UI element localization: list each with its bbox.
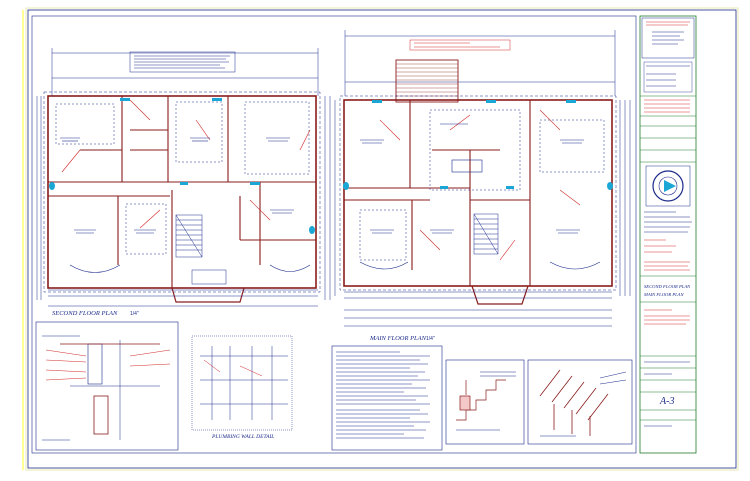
main-floor-stair — [473, 213, 499, 255]
sheet-shadow — [25, 7, 739, 471]
title-block: SECOND FLOOR PLAN MAIN FLOOR PLAN A-3 — [639, 15, 697, 454]
sheet-number: A-3 — [659, 396, 674, 407]
drawing-border — [31, 15, 637, 454]
second-floor-plan: SECOND FLOOR PLAN 1/4" — [36, 48, 331, 317]
second-floor-plan-scale: 1/4" — [130, 311, 139, 317]
second-floor-stair — [175, 214, 203, 258]
plumbing-wall-detail: PLUMBING WALL DETAIL — [191, 335, 293, 440]
wall-section-detail — [35, 321, 179, 451]
main-floor-plan: MAIN FLOOR PLAN 1/4" — [334, 30, 631, 342]
main-floor-exterior-walls — [343, 99, 613, 287]
main-floor-plan-scale: 1/4" — [426, 336, 435, 342]
sheet-title-line1: SECOND FLOOR PLAN — [644, 284, 691, 289]
north-arrow-icon — [645, 165, 691, 207]
second-floor-exterior-walls — [47, 95, 317, 289]
roof-framing-detail — [527, 359, 633, 445]
stair-section-detail — [445, 359, 525, 445]
sheet-border — [27, 9, 737, 469]
sheet-title-line2: MAIN FLOOR PLAN — [643, 292, 684, 297]
firm-info-box — [641, 17, 695, 59]
construction-notes — [331, 345, 443, 451]
main-floor-plan-title: MAIN FLOOR PLAN — [369, 335, 427, 342]
revision-box — [643, 61, 693, 93]
plumbing-detail-title: PLUMBING WALL DETAIL — [211, 434, 274, 440]
general-notes-box — [129, 51, 236, 73]
second-floor-plan-title: SECOND FLOOR PLAN — [52, 310, 118, 317]
deck — [395, 59, 459, 103]
main-notes-box — [409, 39, 511, 51]
